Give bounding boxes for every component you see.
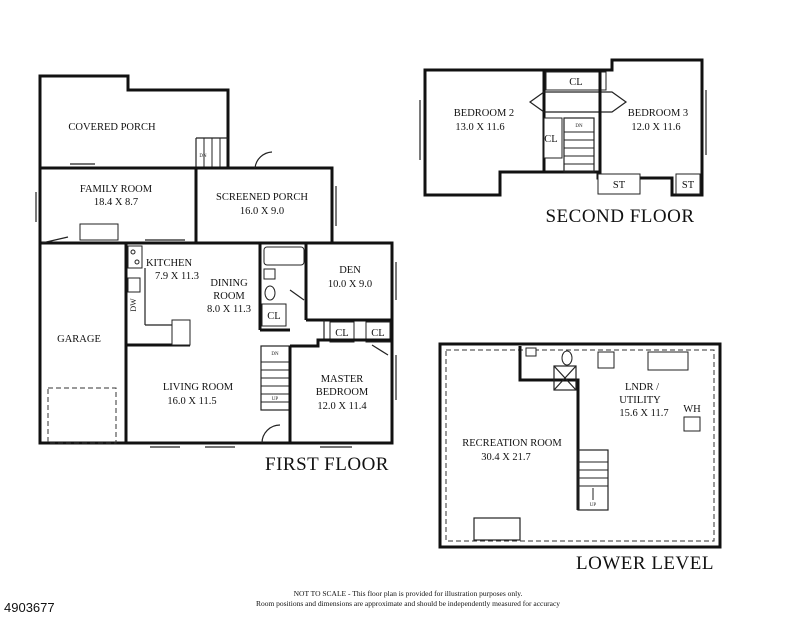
den-closet-label: CL	[335, 328, 348, 339]
lndr-dim: 15.6 X 11.7	[619, 408, 668, 419]
dining-label-1: DINING	[210, 278, 248, 289]
bedroom-2: BEDROOM 2 13.0 X 11.6	[454, 70, 546, 172]
stove-icon	[127, 245, 143, 269]
bedroom3-label: BEDROOM 3	[628, 108, 688, 119]
covered-porch-label: COVERED PORCH	[68, 122, 156, 133]
water-heater-label: WH	[683, 404, 701, 415]
bath-closet-label: CL	[267, 311, 280, 322]
bath-door-icon	[289, 289, 305, 301]
living-room-label: LIVING ROOM	[163, 382, 234, 393]
second-floor-plan: BEDROOM 2 13.0 X 11.6 CL CL DN ST ST BED…	[419, 58, 707, 227]
first-floor-title: FIRST FLOOR	[265, 454, 389, 475]
front-door-icon	[261, 424, 281, 444]
garage-entry-door-icon	[41, 236, 69, 244]
lower-toilet-icon	[525, 347, 537, 357]
washer-dryer-icon	[647, 351, 689, 371]
dining-room: DINING ROOM 8.0 X 11.3	[207, 278, 251, 315]
dining-dim: 8.0 X 11.3	[207, 304, 251, 315]
kitchen-label: KITCHEN	[146, 258, 192, 269]
sink-icon	[127, 277, 141, 293]
second-floor-hall: CL CL DN	[528, 71, 628, 173]
screened-porch-dim: 16.0 X 9.0	[240, 206, 284, 217]
stair-closet-label: CL	[544, 134, 557, 145]
family-room-dim: 18.4 X 8.7	[94, 197, 138, 208]
second-floor-title: SECOND FLOOR	[545, 206, 694, 227]
lndr-label-1: LNDR /	[625, 382, 659, 393]
family-room-label: FAMILY ROOM	[80, 184, 153, 195]
listing-id: 4903677	[4, 600, 55, 615]
bath-sink-icon	[264, 285, 276, 301]
master-bedroom: MASTER BEDROOM 12.0 X 11.4	[288, 338, 397, 448]
garage-door-icon	[47, 387, 117, 444]
laundry-sink-icon	[597, 351, 615, 369]
utility-core: UP	[473, 346, 701, 541]
bedroom-3: ST ST BEDROOM 3 12.0 X 11.6	[597, 70, 701, 195]
lower-level-plan: UP RECREATION ROOM 30.4 X 21.7 LNDR / UT…	[438, 342, 722, 574]
toilet-icon	[263, 268, 276, 280]
fireplace-icon	[79, 223, 119, 241]
master-bedroom-dim: 12.0 X 11.4	[317, 401, 367, 412]
living-room-dim: 16.0 X 11.5	[167, 396, 216, 407]
dining-label-2: ROOM	[213, 291, 245, 302]
water-heater-icon	[683, 416, 701, 432]
second-stair-dn: DN	[575, 124, 583, 129]
porch-door-icon	[254, 151, 273, 169]
covered-porch: DN COVERED PORCH	[38, 74, 230, 168]
rec-room-dim: 30.4 X 21.7	[481, 452, 531, 463]
rec-room-label: RECREATION ROOM	[462, 438, 562, 449]
den: CL CL DEN 10.0 X 9.0	[304, 243, 397, 343]
disclaimer-line-1: NOT TO SCALE - This floor plan is provid…	[294, 589, 523, 598]
lndr-label-2: UTILITY	[619, 395, 661, 406]
kitchen: DW KITCHEN 7.9 X 11.3	[126, 239, 199, 347]
hall-closet-label: CL	[569, 77, 582, 88]
porch-stair-dn: DN	[199, 154, 207, 159]
garage-label: GARAGE	[57, 334, 101, 345]
stair-up-label: UP	[272, 397, 279, 402]
den-dim: 10.0 X 9.0	[328, 279, 372, 290]
bathroom: CL	[258, 243, 305, 332]
master-closet-label: CL	[371, 328, 384, 339]
garage: GARAGE	[38, 236, 128, 445]
bedroom3-dim: 12.0 X 11.6	[631, 122, 680, 133]
bathtub-icon	[263, 246, 305, 266]
screened-porch-label: SCREENED PORCH	[216, 192, 308, 203]
lower-stair-up: UP	[590, 503, 597, 508]
porch-stairs	[203, 138, 221, 168]
dishwasher-label: DW	[129, 298, 138, 312]
first-floor-stairs: DN UP	[260, 345, 291, 411]
lower-fireplace-icon	[473, 517, 521, 541]
storage-1-label: ST	[613, 180, 626, 191]
stair-dn-label: DN	[271, 352, 279, 357]
bedroom2-label: BEDROOM 2	[454, 108, 514, 119]
disclaimer-line-2: Room positions and dimensions are approx…	[256, 599, 560, 608]
kitchen-dim: 7.9 X 11.3	[155, 271, 199, 282]
master-bedroom-label-2: BEDROOM	[316, 387, 369, 398]
family-room: FAMILY ROOM 18.4 X 8.7	[35, 163, 198, 245]
first-floor-plan: DN COVERED PORCH FAMILY ROOM 18.4 X 8.7 …	[35, 74, 397, 475]
storage-2-label: ST	[682, 180, 695, 191]
screened-porch: SCREENED PORCH 16.0 X 9.0	[196, 151, 337, 245]
lower-sink-icon	[561, 350, 573, 366]
living-room: LIVING ROOM 16.0 X 11.5	[150, 382, 281, 448]
den-label: DEN	[339, 265, 361, 276]
lower-level-title: LOWER LEVEL	[576, 553, 714, 574]
master-bedroom-label-1: MASTER	[321, 374, 364, 385]
bedroom2-dim: 13.0 X 11.6	[455, 122, 504, 133]
